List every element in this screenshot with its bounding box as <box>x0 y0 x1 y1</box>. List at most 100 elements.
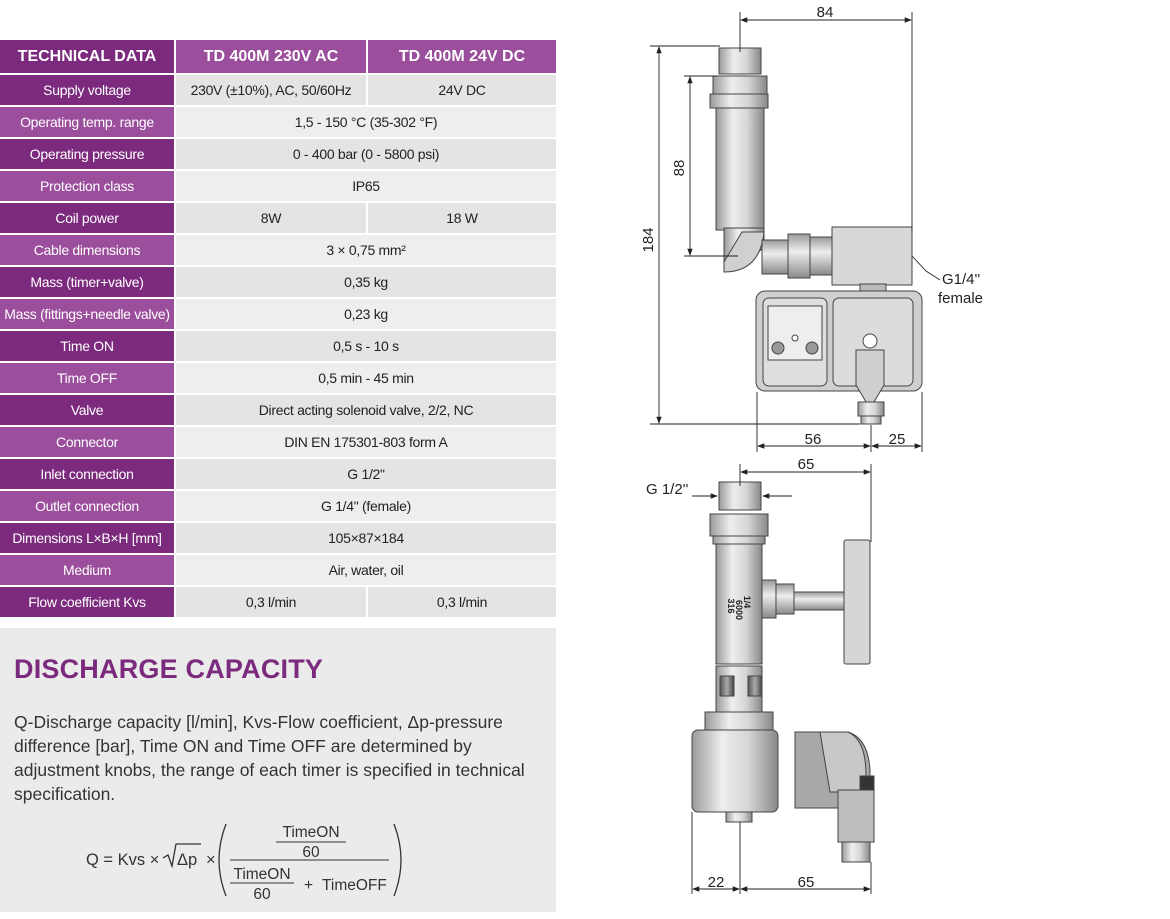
timer-button <box>859 775 875 791</box>
lower-nut <box>704 711 774 731</box>
side-nut-1 <box>761 239 789 275</box>
table-header-row: TECHNICAL DATA TD 400M 230V AC TD 400M 2… <box>0 40 556 73</box>
row-value-230v: 230V (±10%), AC, 50/60Hz <box>176 75 366 105</box>
row-value: 0,5 min - 45 min <box>176 363 556 393</box>
timer-on-knob <box>771 341 785 355</box>
table-row: Mass (fittings+needle valve)0,23 kg <box>0 299 556 329</box>
row-label: Operating temp. range <box>0 107 174 137</box>
formula-den-plus: + <box>304 877 313 894</box>
header-model-230v: TD 400M 230V AC <box>176 40 366 73</box>
side-nut-3 <box>809 236 833 276</box>
discharge-capacity-title: DISCHARGE CAPACITY <box>14 654 324 684</box>
row-value: 0 - 400 bar (0 - 5800 psi) <box>176 139 556 169</box>
inlet-nut <box>709 513 769 537</box>
valve-block <box>831 226 913 286</box>
elbow-bend <box>723 231 765 273</box>
dim-84: 84 <box>817 4 834 21</box>
valve-marking-1: 1/4 <box>742 596 752 609</box>
technical-drawing: 84 88 184 56 25 G1/4'' female 1/4 6000 3… <box>640 4 983 894</box>
dim-22: 22 <box>708 874 725 891</box>
valve-marking-2: 6000 <box>734 600 744 620</box>
row-value: 0,5 s - 10 s <box>176 331 556 361</box>
row-label: Protection class <box>0 171 174 201</box>
needle-valve-body <box>715 543 763 665</box>
dim-25: 25 <box>889 431 906 448</box>
row-value-24v: 24V DC <box>368 75 556 105</box>
row-value: Direct acting solenoid valve, 2/2, NC <box>176 395 556 425</box>
top-dimensions <box>650 12 941 452</box>
header-model-24v: TD 400M 24V DC <box>368 40 556 73</box>
formula-delta-p: Δp <box>177 851 197 869</box>
valve-marking-3: 316 <box>726 598 736 613</box>
discharge-formula: Q = Kvs × Δp × TimeON 60 TimeON 60 + Tim… <box>86 823 402 903</box>
row-value: IP65 <box>176 171 556 201</box>
row-label: Inlet connection <box>0 459 174 489</box>
row-label: Medium <box>0 555 174 585</box>
row-label: Time OFF <box>0 363 174 393</box>
vertical-body <box>715 107 765 231</box>
cable-gland <box>855 349 885 403</box>
row-label: Time ON <box>0 331 174 361</box>
formula-den-top: TimeON <box>233 866 290 883</box>
cable-end <box>860 415 882 425</box>
lower-fitting-hex <box>719 675 735 697</box>
table-row: Mass (timer+valve)0,35 kg <box>0 267 556 297</box>
row-value-230v: 0,3 l/min <box>176 587 366 617</box>
discharge-capacity-panel: DISCHARGE CAPACITY Q-Discharge capacity … <box>0 628 556 912</box>
dim-65-bottom: 65 <box>798 874 815 891</box>
label-g12: G 1/2'' <box>646 481 689 498</box>
row-value: 1,5 - 150 °C (35-302 °F) <box>176 107 556 137</box>
connector-screw <box>862 333 878 349</box>
valve-handle <box>843 539 871 665</box>
coil-bottom <box>725 811 753 823</box>
row-label: Mass (fittings+needle valve) <box>0 299 174 329</box>
row-value: G 1/4" (female) <box>176 491 556 521</box>
row-label: Valve <box>0 395 174 425</box>
dim-88: 88 <box>671 160 688 177</box>
row-label: Coil power <box>0 203 174 233</box>
row-value: 0,35 kg <box>176 267 556 297</box>
paren-left <box>218 823 227 897</box>
label-female: female <box>938 290 983 307</box>
row-value: DIN EN 175301-803 form A <box>176 427 556 457</box>
row-label: Cable dimensions <box>0 235 174 265</box>
side-gland <box>837 789 875 843</box>
lower-fitting-hex-2 <box>747 675 763 697</box>
dim-56: 56 <box>805 431 822 448</box>
label-g14: G1/4'' <box>942 271 980 288</box>
row-label: Operating pressure <box>0 139 174 169</box>
valve-coil <box>691 729 779 813</box>
sqrt-symbol <box>162 843 201 869</box>
formula-den-off: TimeOFF <box>322 877 387 894</box>
formula-den-bottom: 60 <box>253 886 271 903</box>
cable-outlet <box>857 401 885 417</box>
table-row: Dimensions L×B×H [mm]105×87×184 <box>0 523 556 553</box>
formula-num-bottom: 60 <box>302 844 320 861</box>
formula-num-top: TimeON <box>282 824 339 841</box>
device-front-view <box>709 47 923 425</box>
valve-stem-base <box>761 579 777 619</box>
row-value-24v: 0,3 l/min <box>368 587 556 617</box>
fittings-side-view <box>691 481 875 863</box>
header-technical-data: TECHNICAL DATA <box>0 40 174 73</box>
dim-65-top: 65 <box>798 456 815 473</box>
top-hex <box>709 93 769 109</box>
row-label: Connector <box>0 427 174 457</box>
formula-lhs: Q = Kvs × <box>86 851 159 869</box>
valve-spindle <box>793 591 845 611</box>
valve-stem <box>775 583 795 615</box>
row-label: Supply voltage <box>0 75 174 105</box>
row-value: 105×87×184 <box>176 523 556 553</box>
